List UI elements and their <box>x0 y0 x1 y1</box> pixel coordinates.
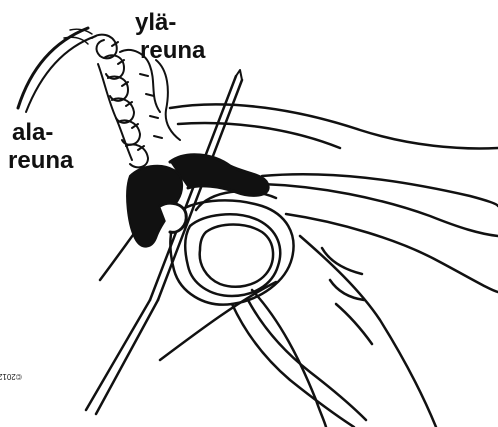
label-lower-edge-line-2: reuna <box>8 148 73 174</box>
label-lower-edge-line-1: ala- <box>12 120 53 146</box>
knitting-needle <box>86 70 242 414</box>
label-upper-edge-line-2: reuna <box>140 38 205 64</box>
label-upper-edge-line-1: ylä- <box>135 10 176 36</box>
hand-outline <box>100 104 498 427</box>
yarn-tail <box>18 28 96 112</box>
dark-stitch <box>127 155 268 247</box>
copyright-mark: ©2012 <box>0 372 22 381</box>
